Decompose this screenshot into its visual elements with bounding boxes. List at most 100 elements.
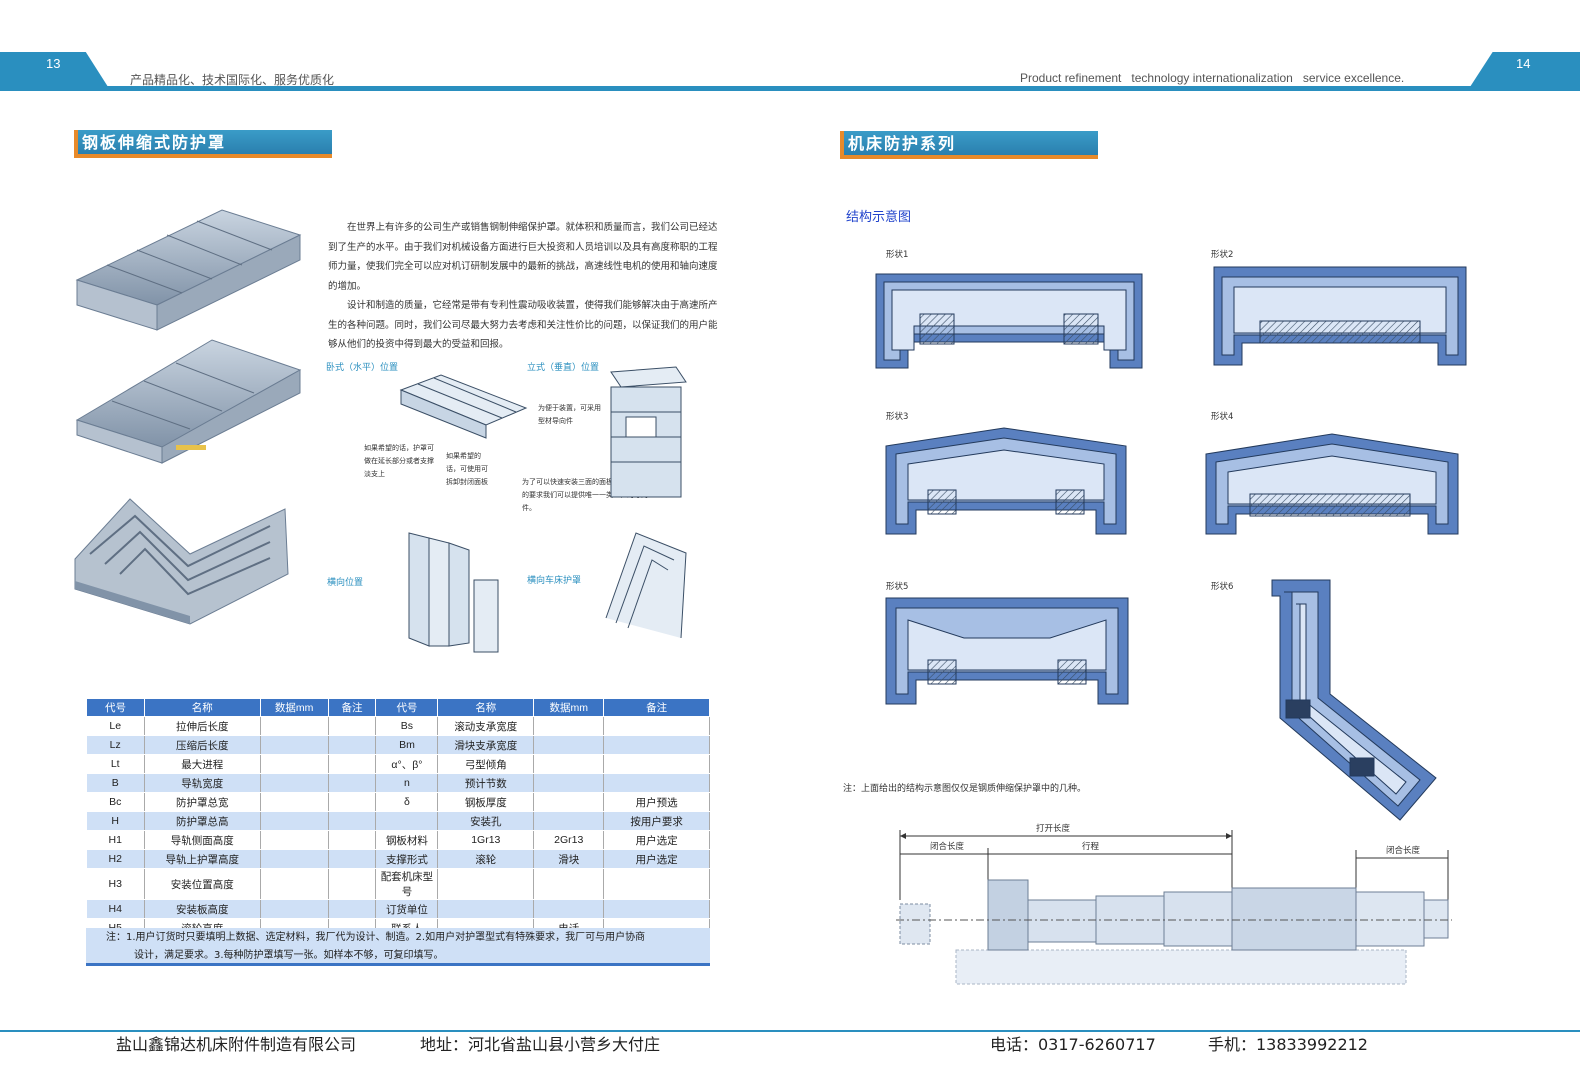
table-cell: 防护罩总宽 — [144, 792, 261, 812]
lathe-cover-drawing — [605, 532, 687, 639]
table-cell: 钢板厚度 — [437, 792, 535, 812]
table-cell — [533, 735, 605, 755]
shape-label-1: 形状1 — [886, 250, 909, 260]
col-name-2: 名称 — [437, 698, 535, 717]
header-rule — [0, 86, 1580, 91]
note-removable-panel: 如果希望的话，可使用可拆卸封闭面板 — [446, 452, 488, 486]
table-cell — [437, 868, 535, 900]
table-cell — [260, 811, 329, 831]
table-cell: 按用户要求 — [603, 811, 710, 831]
table-cell — [328, 868, 377, 900]
table-cell — [533, 754, 605, 774]
intro-paragraph-1: 在世界上有许多的公司生产或销售钢制伸缩保护罩。就体积和质量而言，我们公司已经达到… — [328, 222, 718, 292]
table-cell — [328, 792, 377, 812]
label-vertical-position: 立式（垂直）位置 — [527, 363, 600, 373]
table-cell: Lt — [86, 754, 145, 774]
table-cell: 2Gr13 — [533, 830, 605, 850]
table-cell: α°、β° — [375, 754, 439, 774]
shape-label-6: 形状6 — [1211, 582, 1234, 592]
shape-4-drawing — [1205, 433, 1459, 535]
table-cell — [437, 899, 535, 919]
table-cell — [603, 899, 710, 919]
table-cell: δ — [375, 792, 439, 812]
table-note-line-2: 设计，满足要求。3.每种防护罩填写一张。如样本不够，可复印填写。 — [134, 950, 444, 961]
table-cell — [328, 830, 377, 850]
shape-label-4: 形状4 — [1211, 412, 1234, 422]
table-cell — [328, 754, 377, 774]
table-cell: 安装位置高度 — [144, 868, 261, 900]
col-code: 代号 — [86, 698, 145, 717]
table-cell: n — [375, 773, 439, 793]
table-cell — [328, 899, 377, 919]
product-photo-2 — [75, 339, 302, 464]
table-cell: 滚动支承宽度 — [437, 716, 535, 736]
table-cell: Le — [86, 716, 145, 736]
table-cell — [260, 754, 329, 774]
table-cell — [603, 735, 710, 755]
vertical-cover-drawing — [610, 366, 687, 498]
table-cell: 安装孔 — [437, 811, 535, 831]
shape-2-drawing — [1213, 266, 1467, 366]
label-closed-length-left: 闭合长度 — [930, 842, 965, 852]
col-remark: 备注 — [327, 698, 377, 717]
structure-note: 注：上面给出的结构示意图仅仅是钢质伸缩保护罩中的几种。 — [843, 784, 1087, 794]
table-cell — [260, 773, 329, 793]
table-cell: 用户选定 — [603, 849, 710, 869]
table-note-line-1: 注：1.用户订货时只要填明上数据、选定材料，我厂代为设计、制造。2.如用户对护罩… — [106, 932, 646, 943]
table-cell — [533, 716, 605, 736]
table-cell: 导轨宽度 — [144, 773, 261, 793]
table-cell: 1Gr13 — [437, 830, 535, 850]
table-cell — [533, 773, 605, 793]
table-cell: Bs — [375, 716, 439, 736]
label-lathe-guard: 横向车床护罩 — [527, 576, 582, 586]
table-cell — [533, 899, 605, 919]
shape-6-drawing — [1271, 579, 1437, 821]
table-cell — [328, 716, 377, 736]
horizontal-cover-drawing — [399, 374, 528, 439]
footer-mobile: 手机：13833992212 — [1208, 1035, 1368, 1054]
footer-phone: 电话：0317-6260717 — [990, 1035, 1156, 1054]
table-cell: H — [86, 811, 145, 831]
footer-company: 盐山鑫锦达机床附件制造有限公司 — [116, 1035, 357, 1054]
table-cell — [603, 868, 710, 900]
table-cell: 导轨上护罩高度 — [144, 849, 261, 869]
table-cell: 钢板材料 — [375, 830, 439, 850]
table-cell: 滚轮 — [437, 849, 535, 869]
shape-1-drawing — [875, 273, 1143, 369]
right-slogan: Product refinement technology internatio… — [1020, 71, 1405, 85]
table-cell: H3 — [86, 868, 145, 900]
left-slogan: 产品精品化、技术国际化、服务优质化 — [130, 73, 335, 87]
shape-3-drawing — [885, 427, 1127, 535]
col-name: 名称 — [143, 698, 261, 717]
intro-text: 在世界上有许多的公司生产或销售钢制伸缩保护罩。就体积和质量而言，我们公司已经达到… — [328, 218, 720, 355]
col-data: 数据mm — [259, 698, 329, 717]
product-photo-3 — [74, 498, 289, 625]
table-cell — [260, 899, 329, 919]
table-cell: H4 — [86, 899, 145, 919]
table-cell — [375, 811, 439, 831]
table-cell: 压缩后长度 — [144, 735, 261, 755]
table-cell — [328, 849, 377, 869]
note-profile-guide: 为便于装置，可采用型材导向件 — [538, 404, 601, 425]
left-page-number: 13 — [46, 56, 61, 71]
right-page-number: 14 — [1516, 56, 1531, 71]
table-cell — [533, 811, 605, 831]
right-section-title: 机床防护系列 — [840, 131, 1098, 159]
table-cell: 配套机床型号 — [375, 868, 439, 900]
table-note: 注：1.用户订货时只要填明上数据、选定材料，我厂代为设计、制造。2.如用户对护罩… — [86, 928, 710, 966]
col-data-2: 数据mm — [533, 698, 605, 717]
spec-table-header: 代号 名称 数据mm 备注 代号 名称 数据mm 备注 — [86, 698, 710, 717]
table-cell: 支撑形式 — [375, 849, 439, 869]
table-cell: Lz — [86, 735, 145, 755]
